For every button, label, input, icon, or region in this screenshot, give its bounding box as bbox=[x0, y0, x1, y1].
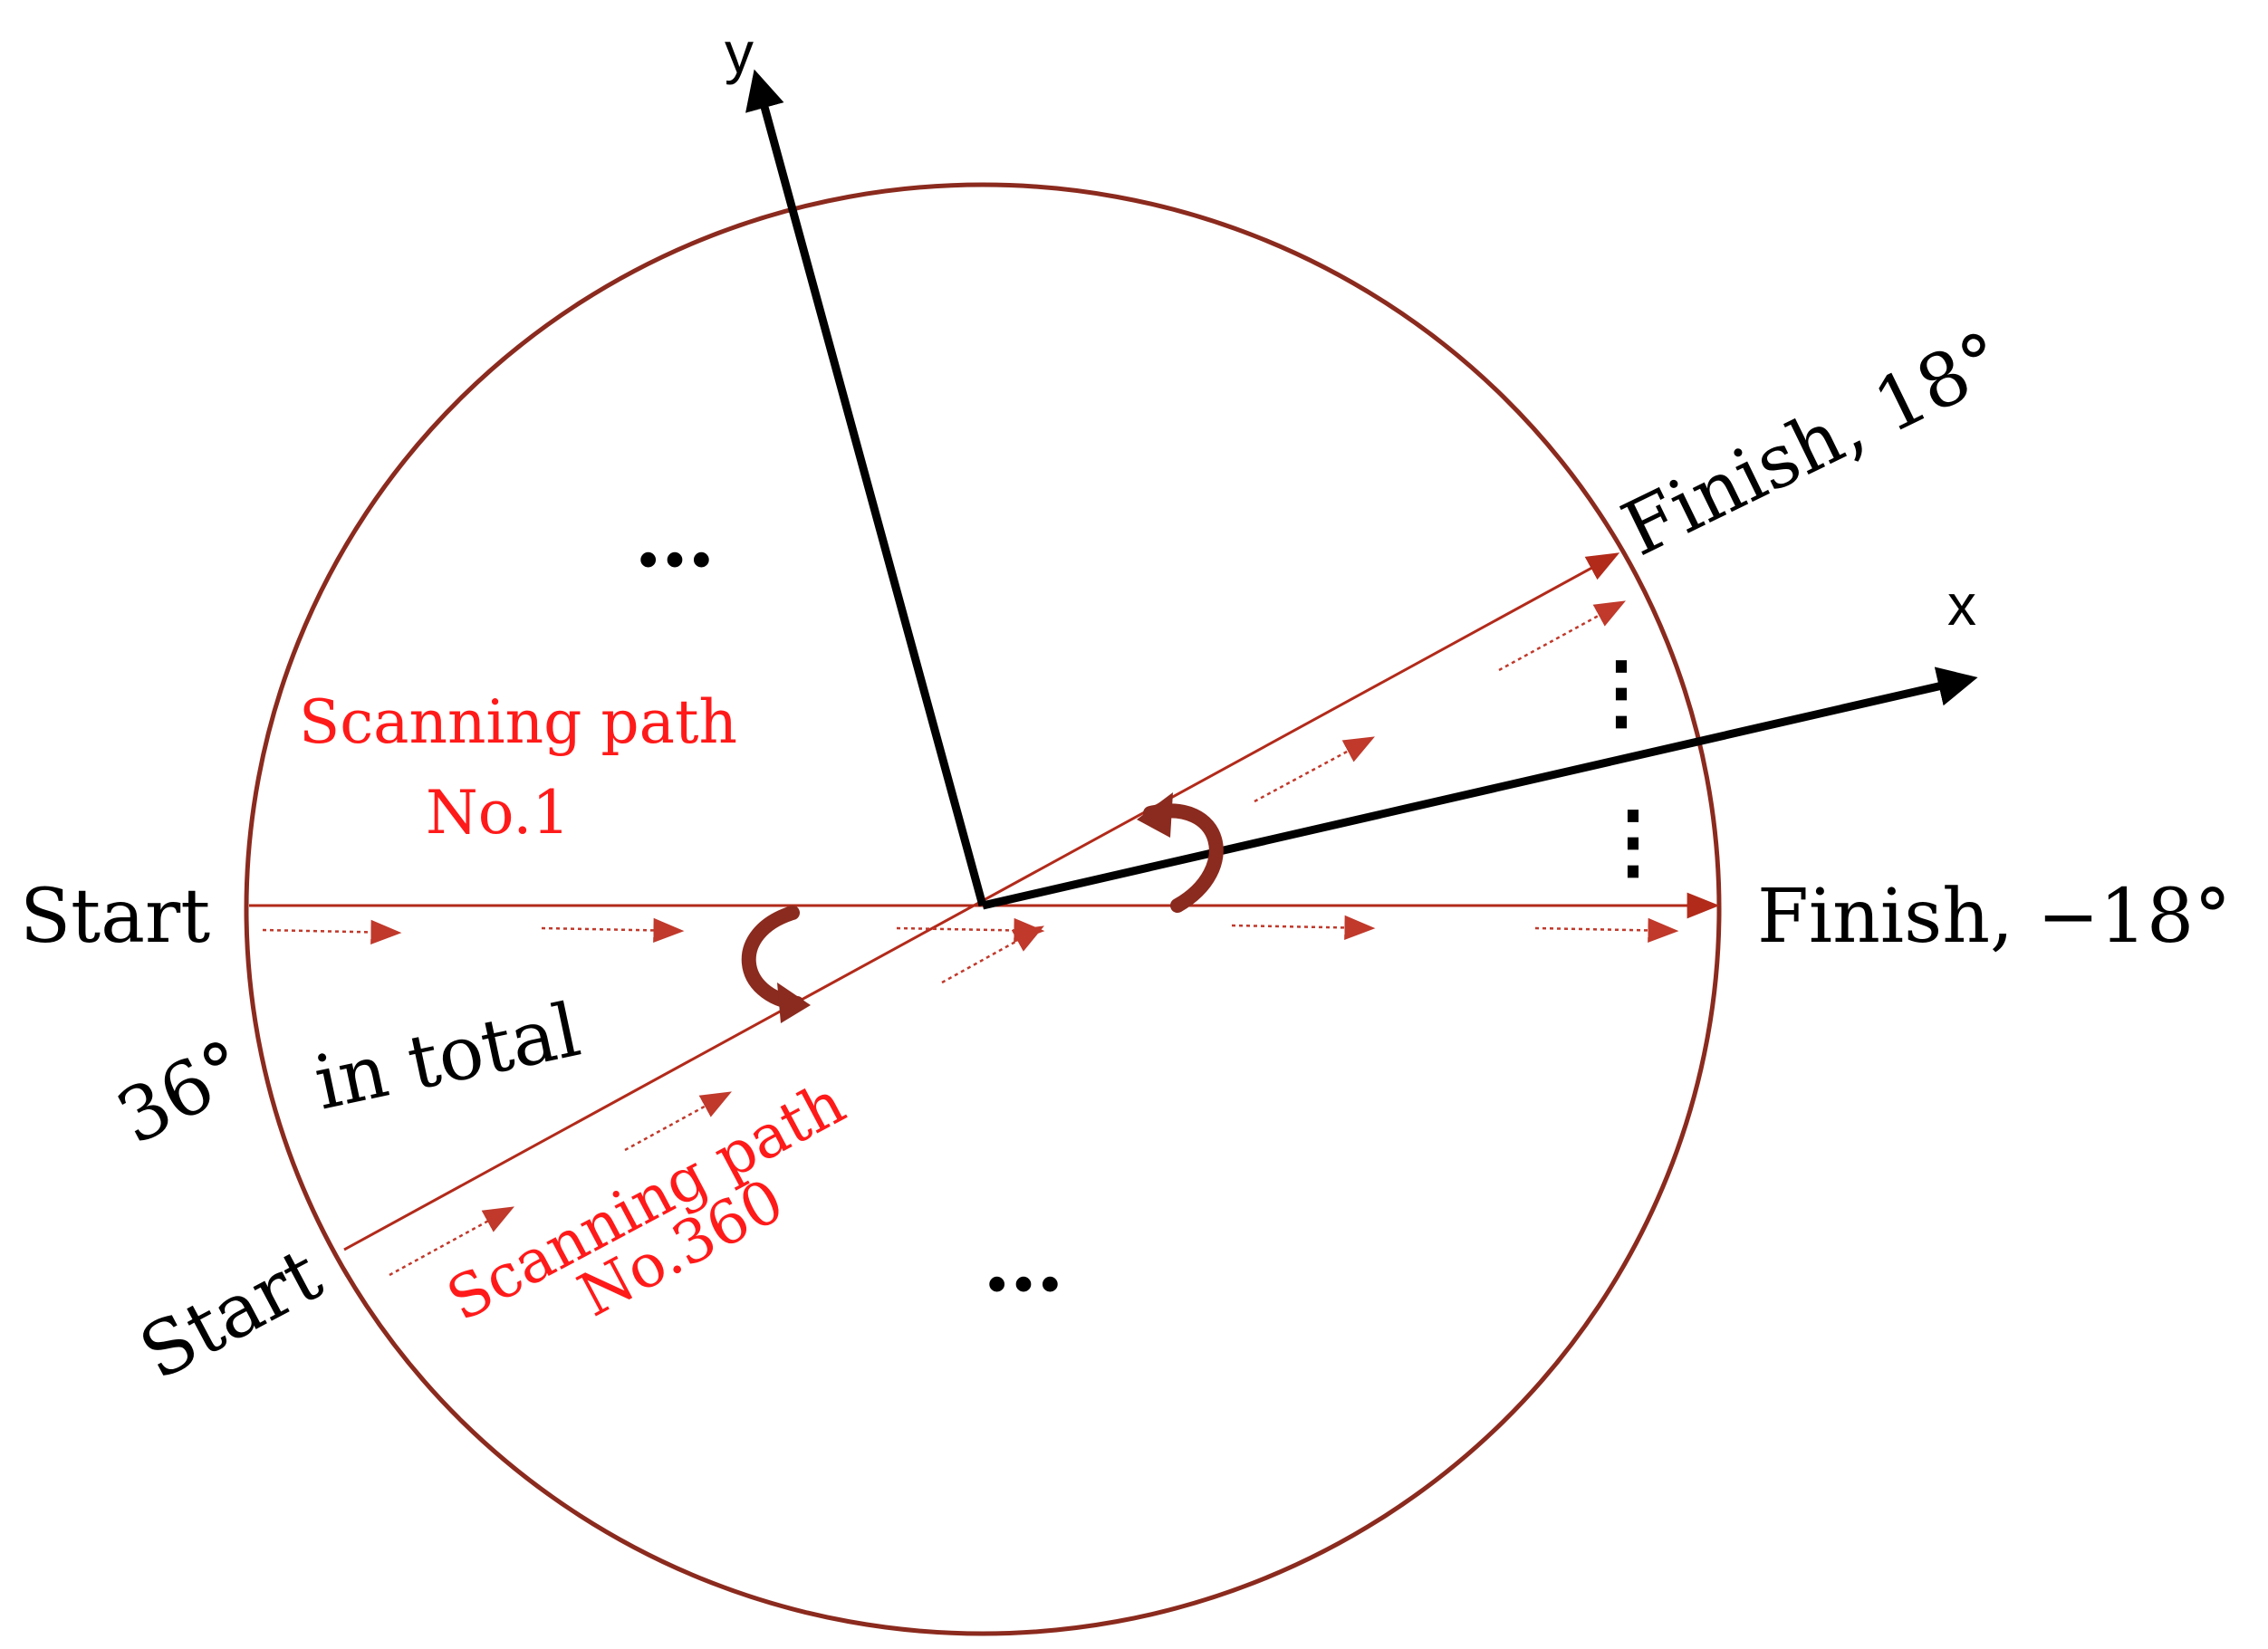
curved-arrow-icon bbox=[777, 983, 811, 1023]
arrowhead-icon bbox=[262, 919, 402, 944]
arrowhead-icon bbox=[1498, 600, 1626, 672]
curved-arrow-icon bbox=[1137, 792, 1173, 838]
arrowhead-icon bbox=[541, 917, 685, 944]
curved-arrow-icon bbox=[1143, 803, 1224, 913]
start-label-path-1: Start bbox=[20, 874, 210, 960]
ellipsis-vertical-lower: ⋮ bbox=[1592, 793, 1674, 889]
arrowhead-icon bbox=[1534, 917, 1679, 944]
finish-label-18: Finish, 18° bbox=[1610, 315, 2017, 573]
start-label-path-360: Start bbox=[127, 1232, 335, 1397]
arrowhead-icon bbox=[389, 1206, 514, 1277]
arrowhead-icon bbox=[941, 925, 1044, 984]
path-1-direction-arrows bbox=[262, 915, 1679, 944]
path-1-label-line1: Scanning path bbox=[299, 687, 737, 757]
curved-arrow-icon bbox=[741, 906, 804, 1011]
arrowhead-icon bbox=[1254, 736, 1375, 803]
angle-suffix: in total bbox=[307, 987, 587, 1126]
y-axis-label: y bbox=[725, 20, 754, 85]
scan-area-circle bbox=[244, 182, 1722, 1636]
y-axis bbox=[745, 69, 987, 907]
x-axis-label: x bbox=[1947, 572, 1976, 638]
ellipsis-bottom: … bbox=[983, 1214, 1064, 1310]
angle-value: 36° bbox=[104, 1024, 261, 1162]
x-axis bbox=[981, 666, 1978, 910]
ellipsis-top: … bbox=[634, 490, 716, 586]
arrowhead-icon bbox=[1231, 915, 1376, 941]
arrowhead-icon bbox=[624, 1091, 732, 1152]
finish-label-minus-18: Finish, −18° bbox=[1757, 874, 2231, 960]
path-360-direction-arrows bbox=[389, 600, 1626, 1277]
ellipsis-vertical-upper: ⋮ bbox=[1581, 644, 1662, 740]
arrowhead-icon bbox=[896, 917, 1045, 944]
path-1-label-line2: No.1 bbox=[426, 778, 570, 848]
